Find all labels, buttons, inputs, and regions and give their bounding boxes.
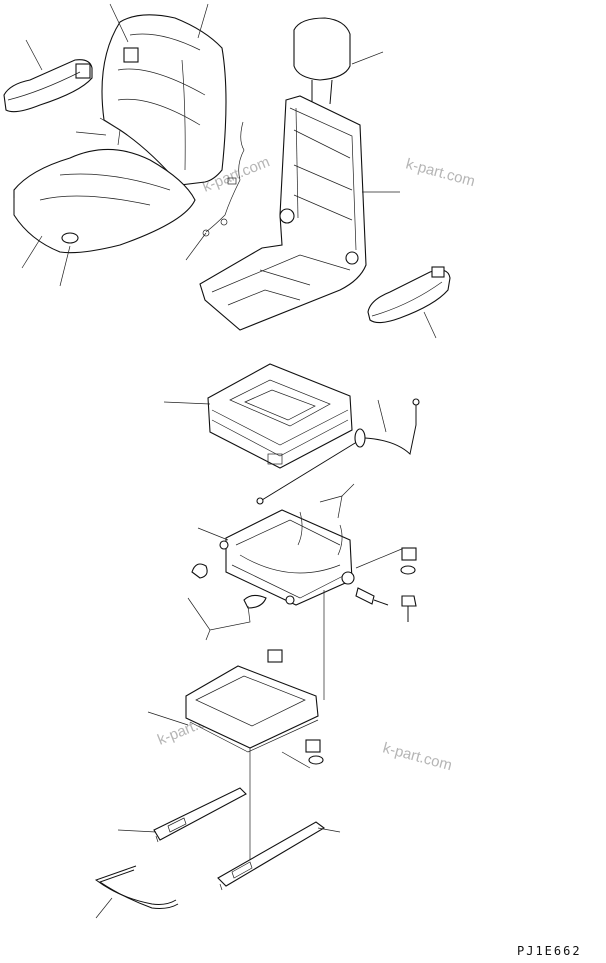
armrest-right	[367, 266, 451, 324]
leader-line	[337, 495, 343, 519]
leader-line	[25, 39, 43, 71]
armrest-left	[3, 59, 93, 113]
leader-line	[317, 827, 341, 833]
seat-wiring	[202, 121, 245, 237]
adjuster-cable	[256, 398, 420, 505]
suspension-cover	[207, 363, 353, 469]
headrest	[293, 17, 351, 105]
leader-line	[319, 483, 355, 503]
suspension-mechanism	[219, 509, 353, 606]
leader-line	[95, 897, 113, 919]
bolts-and-nuts-upper	[341, 547, 417, 622]
seat-cushion	[13, 117, 196, 254]
leader-line	[351, 51, 384, 65]
drawing-code: PJ1E662	[517, 944, 582, 958]
leader-line	[185, 232, 207, 261]
leader-line	[197, 3, 209, 39]
seat-backrest	[101, 14, 227, 186]
leader-line	[75, 131, 107, 136]
leader-line	[163, 401, 211, 405]
leader-line	[59, 245, 71, 287]
leader-line	[423, 311, 437, 339]
leader-line	[197, 527, 229, 541]
leader-line	[117, 829, 157, 833]
leader-line	[147, 711, 189, 726]
spring-clips	[187, 563, 267, 641]
leader-line	[109, 3, 129, 43]
leader-line	[21, 235, 43, 269]
base-plate	[185, 649, 324, 765]
slide-rail-left	[153, 787, 247, 843]
slide-rail-right	[217, 821, 325, 891]
leader-line	[377, 399, 387, 433]
seat-frame	[199, 95, 367, 331]
watermark: k-part.com	[404, 155, 477, 190]
leader-line	[281, 751, 311, 769]
wire-handle	[94, 865, 179, 909]
watermark: k-part.com	[381, 739, 454, 774]
